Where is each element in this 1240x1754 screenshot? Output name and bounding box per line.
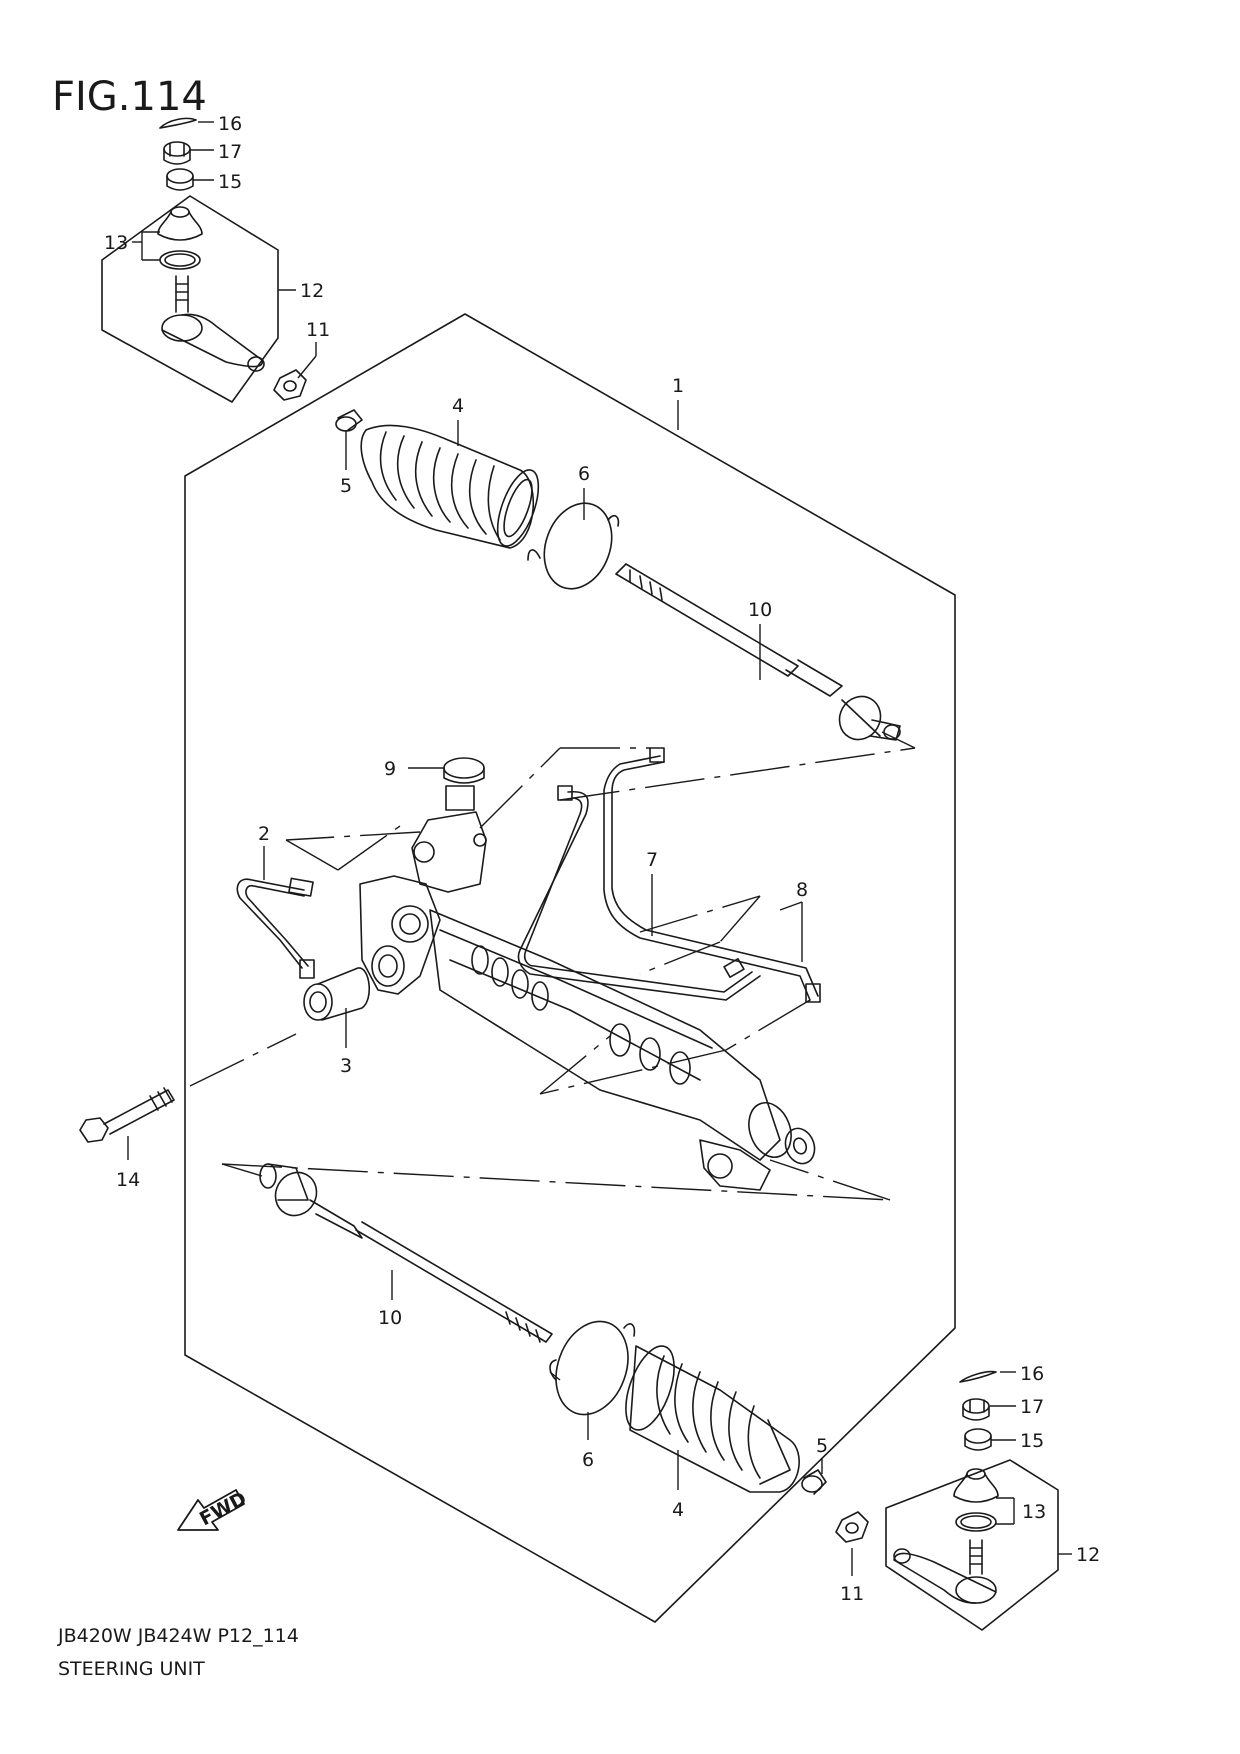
fwd-label: FWD xyxy=(196,1488,250,1531)
callout-6-upper: 6 xyxy=(578,463,590,485)
tie-rod-end-12-upper xyxy=(162,276,264,371)
alignment-lines xyxy=(189,731,916,1381)
callout-10-lower: 10 xyxy=(378,1307,402,1329)
leader-lines xyxy=(127,121,1072,1576)
inner-tie-rod-10-lower xyxy=(260,1164,552,1342)
boot-clamp-5-lower xyxy=(802,1470,826,1494)
callout-11-lower: 11 xyxy=(840,1583,864,1605)
callout-1: 1 xyxy=(672,375,684,397)
callout-8: 8 xyxy=(796,879,808,901)
assembly-frame-1 xyxy=(184,313,956,1623)
callout-7: 7 xyxy=(646,849,658,871)
callout-13-upper: 13 xyxy=(104,232,128,254)
callout-12-upper: 12 xyxy=(300,280,324,302)
mounting-bolt-14 xyxy=(80,1088,174,1142)
castle-nut-17-lower xyxy=(963,1399,989,1420)
callout-16-upper: 16 xyxy=(218,113,242,135)
cotter-pin-16-upper xyxy=(160,118,196,128)
callout-9: 9 xyxy=(384,758,396,780)
nut-11-lower xyxy=(836,1512,868,1542)
callout-16-lower: 16 xyxy=(1020,1363,1044,1385)
unit-name: STEERING UNIT xyxy=(58,1658,205,1680)
callout-2: 2 xyxy=(258,823,270,845)
forward-direction-arrow xyxy=(177,1489,245,1531)
fluid-pipe-2 xyxy=(237,878,314,978)
nut-15-upper xyxy=(167,169,193,190)
callout-5-upper: 5 xyxy=(340,475,352,497)
cotter-pin-16-lower xyxy=(960,1372,996,1382)
nut-15-lower xyxy=(965,1429,991,1450)
callout-13-lower: 13 xyxy=(1022,1501,1046,1523)
dust-boot-13-lower xyxy=(954,1469,998,1531)
callout-4-upper: 4 xyxy=(452,395,464,417)
callout-10-upper: 10 xyxy=(748,599,772,621)
mount-bushing-3 xyxy=(304,968,369,1020)
callout-14: 14 xyxy=(116,1169,140,1191)
castle-nut-17-upper xyxy=(164,142,190,164)
callout-6-lower: 6 xyxy=(582,1449,594,1471)
callout-15-lower: 15 xyxy=(1020,1430,1044,1452)
tie-rod-end-kit-box-upper xyxy=(101,195,279,403)
boot-clamp-5-upper xyxy=(336,410,362,431)
callout-15-upper: 15 xyxy=(218,171,242,193)
callout-4-lower: 4 xyxy=(672,1499,684,1521)
callout-5-lower: 5 xyxy=(816,1435,828,1457)
steering-gear-housing-1 xyxy=(360,786,819,1190)
dust-boot-13-upper xyxy=(158,207,202,269)
callout-3: 3 xyxy=(340,1055,352,1077)
callout-numbers: 16 17 15 13 12 11 5 4 1 6 10 9 2 7 8 3 1… xyxy=(104,113,1100,1605)
tie-rod-end-kit-box-lower xyxy=(885,1459,1059,1631)
callout-11-upper: 11 xyxy=(306,319,330,341)
model-codes: JB420W JB424W P12_114 xyxy=(58,1625,299,1647)
callout-12-lower: 12 xyxy=(1076,1544,1100,1566)
steering-boot-4-upper xyxy=(361,425,547,551)
fluid-pipe-7 xyxy=(518,748,818,1000)
tie-rod-end-12-lower xyxy=(894,1540,996,1603)
pipe-connectors-8 xyxy=(724,959,820,1002)
boot-band-6-upper xyxy=(528,494,623,599)
nut-11-upper xyxy=(274,370,306,400)
figure-title: FIG.114 xyxy=(52,74,207,120)
callout-17-lower: 17 xyxy=(1020,1396,1044,1418)
callout-17-upper: 17 xyxy=(218,141,242,163)
boot-band-6-lower xyxy=(544,1311,641,1424)
steering-boot-4-lower xyxy=(616,1340,799,1492)
inner-tie-rod-10-upper xyxy=(616,564,900,747)
cap-9 xyxy=(444,758,484,783)
